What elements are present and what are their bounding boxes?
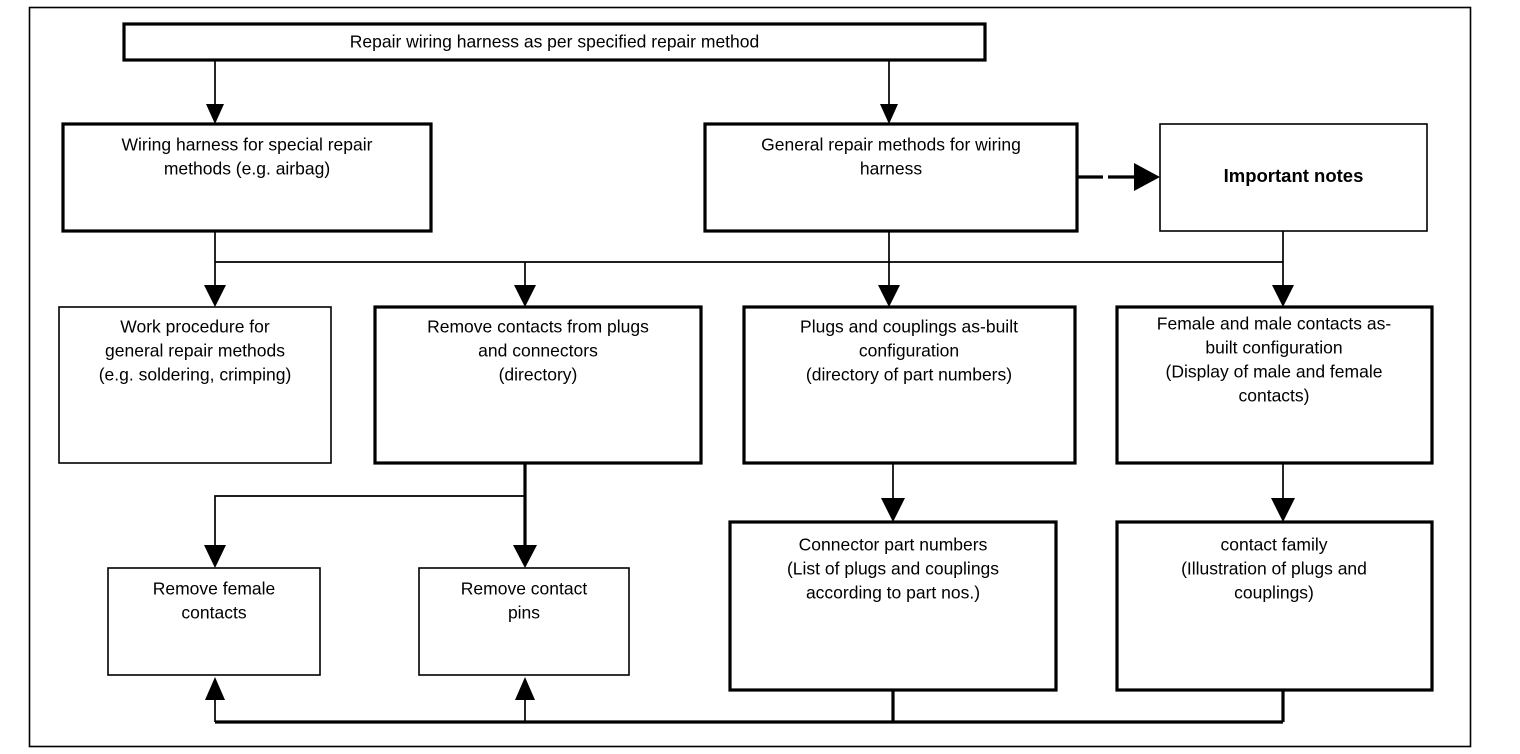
- node-remove-contacts-box[interactable]: [373, 305, 703, 465]
- edge-remove-contacts-to-female: [214, 495, 525, 545]
- node-work-procedure-box[interactable]: [58, 306, 332, 464]
- node-special-methods-label-line-1: Wiring harness for special repair: [122, 135, 373, 155]
- node-contact-family-label-line-1: contact family: [1221, 535, 1328, 555]
- node-plugs-couplings[interactable]: Plugs and couplings as-built configurati…: [742, 305, 1077, 465]
- arrowhead-root-to-general-methods: [880, 104, 898, 124]
- node-remove-contacts[interactable]: Remove contacts from plugs and connector…: [373, 305, 703, 465]
- node-root-box[interactable]: [122, 22, 987, 62]
- node-connector-part-numbers-label-line-2: (List of plugs and couplings: [787, 559, 999, 579]
- diagram-frame: [28, 6, 1472, 748]
- node-contact-family-label-line-2: (Illustration of plugs and: [1181, 559, 1367, 579]
- arrowhead-bus-to-remove-contacts: [514, 285, 536, 307]
- node-remove-contacts-label-line-1: Remove contacts from plugs: [427, 317, 649, 337]
- node-general-methods-label-line-1: General repair methods for wiring: [761, 135, 1021, 155]
- node-important-notes-label-line-1: Important notes: [1224, 165, 1364, 186]
- node-remove-contacts-label-line-2: and connectors: [478, 341, 598, 361]
- node-contact-family-box[interactable]: [1115, 520, 1434, 692]
- node-important-notes-box[interactable]: [1159, 123, 1428, 232]
- connector-layer: [204, 60, 1295, 724]
- node-remove-female-contacts-label-line-2: contacts: [181, 603, 246, 623]
- node-female-male-contacts-box[interactable]: [1115, 305, 1434, 465]
- arrowhead-bus-to-female-male-contacts: [1272, 285, 1294, 307]
- node-contact-family-label-line-3: couplings): [1234, 583, 1314, 603]
- node-root-label-line-1: Repair wiring harness as per specified r…: [350, 32, 760, 52]
- node-work-procedure-label-line-3: (e.g. soldering, crimping): [99, 365, 292, 385]
- arrowhead-return-to-remove-female-contacts: [205, 677, 225, 700]
- node-remove-female-contacts-box[interactable]: [107, 567, 321, 676]
- node-remove-contact-pins-label-line-1: Remove contact: [461, 579, 588, 599]
- node-plugs-couplings-box[interactable]: [742, 305, 1077, 465]
- node-special-methods[interactable]: Wiring harness for special repair method…: [61, 122, 433, 233]
- arrowhead-female-male-to-contact-family: [1271, 498, 1295, 522]
- node-contact-family[interactable]: contact family (Illustration of plugs an…: [1115, 520, 1434, 692]
- node-connector-part-numbers-box[interactable]: [728, 520, 1058, 692]
- node-general-methods[interactable]: General repair methods for wiring harnes…: [703, 122, 1079, 233]
- node-connector-part-numbers[interactable]: Connector part numbers (List of plugs an…: [728, 520, 1058, 692]
- node-connector-part-numbers-label-line-3: according to part nos.): [806, 583, 980, 603]
- node-female-male-contacts-label-line-2: built configuration: [1205, 338, 1342, 358]
- node-work-procedure-label-line-1: Work procedure for: [120, 317, 270, 337]
- node-remove-contact-pins-label-line-2: pins: [508, 603, 540, 623]
- node-connector-part-numbers-label-line-1: Connector part numbers: [799, 535, 988, 555]
- node-remove-contacts-label-line-3: (directory): [499, 365, 578, 385]
- arrowhead-remove-contacts-to-female: [204, 545, 226, 568]
- node-plugs-couplings-label-line-2: configuration: [859, 341, 959, 361]
- node-general-methods-box[interactable]: [703, 122, 1079, 233]
- arrowhead-bus-to-plugs-couplings: [878, 285, 900, 307]
- node-plugs-couplings-label-line-1: Plugs and couplings as-built: [800, 317, 1018, 337]
- node-remove-female-contacts[interactable]: Remove female contacts: [107, 567, 321, 676]
- node-root[interactable]: Repair wiring harness as per specified r…: [122, 22, 987, 62]
- arrowhead-bus-to-work-procedure: [204, 285, 226, 307]
- node-female-male-contacts-label-line-1: Female and male contacts as-: [1157, 314, 1392, 334]
- arrowhead-plugs-to-connector-part-numbers: [881, 498, 905, 522]
- node-remove-contact-pins[interactable]: Remove contact pins: [418, 567, 630, 676]
- arrowhead-remove-contacts-to-pins: [513, 545, 537, 568]
- node-important-notes[interactable]: Important notes: [1159, 123, 1428, 232]
- node-remove-female-contacts-label-line-1: Remove female: [153, 579, 276, 599]
- node-special-methods-label-line-2: methods (e.g. airbag): [164, 159, 330, 179]
- node-work-procedure-label-line-2: general repair methods: [105, 341, 285, 361]
- node-remove-contact-pins-box[interactable]: [418, 567, 630, 676]
- node-female-male-contacts-label-line-4: contacts): [1239, 386, 1310, 406]
- arrowhead-return-to-remove-contact-pins: [515, 677, 535, 700]
- node-female-male-contacts-label-line-3: (Display of male and female: [1166, 362, 1383, 382]
- node-general-methods-label-line-2: harness: [860, 159, 923, 179]
- node-special-methods-box[interactable]: [61, 122, 433, 233]
- node-plugs-couplings-label-line-3: (directory of part numbers): [806, 365, 1012, 385]
- arrowhead-root-to-special-methods: [206, 104, 224, 124]
- node-work-procedure[interactable]: Work procedure for general repair method…: [58, 306, 332, 464]
- node-female-male-contacts[interactable]: Female and male contacts as- built confi…: [1115, 305, 1434, 465]
- arrowhead-general-methods-to-important-notes: [1134, 163, 1160, 191]
